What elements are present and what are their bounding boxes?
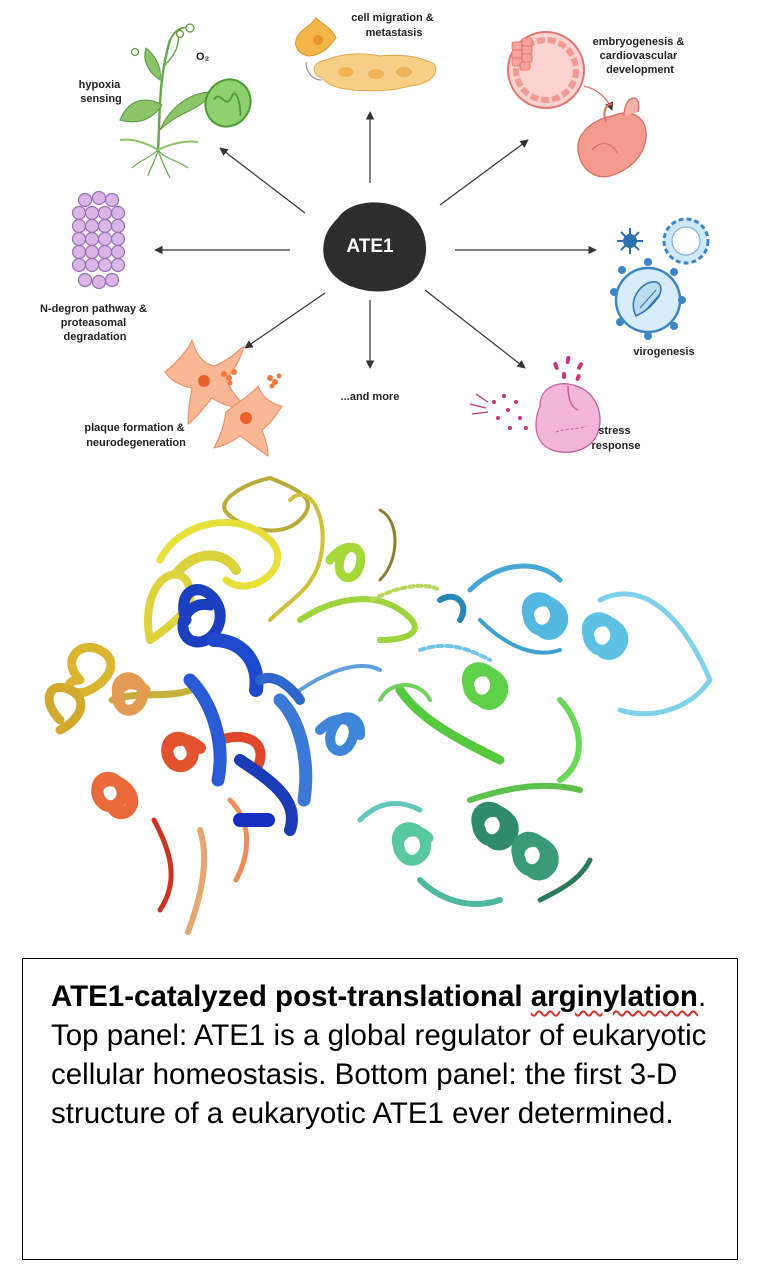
caption-body: . Top panel: ATE1 is a global regulator …: [51, 980, 707, 1130]
neuron-nucleus-icon: [198, 375, 210, 387]
structure-helix-teal: [357, 800, 593, 907]
figure-caption: ATE1-catalyzed post-translational arginy…: [22, 958, 738, 1260]
embryo-label: embryogenesis & cardiovascular developme…: [593, 36, 688, 76]
ate1-hub: ATE1: [323, 202, 427, 292]
ndegron-label: N-degron pathway & proteasomal degradati…: [40, 303, 150, 343]
migrating-cells-icon: [295, 17, 437, 92]
arrow-to-stress: [424, 289, 526, 369]
neuron-nucleus-icon-2: [240, 412, 252, 424]
viro-label: virogenesis: [633, 346, 694, 358]
ate1-3d-structure: [44, 476, 713, 935]
top-panel-diagram: ATE1 O₂ hypoxia sensing: [40, 12, 710, 457]
stressed-cell-icon: [469, 356, 601, 453]
hub-arrows: [154, 111, 597, 369]
hypoxia-label: hypoxia sensing: [79, 79, 124, 105]
structure-helix-lime: [297, 542, 442, 643]
plaque-aggregate-icon: [221, 369, 282, 389]
virus-icon: [610, 217, 710, 340]
structure-helix-orange: [91, 672, 266, 935]
oxygen-label: O₂: [196, 51, 210, 63]
more-label: ...and more: [341, 391, 400, 403]
plaque-label: plaque formation & neurodegeneration: [84, 422, 187, 449]
arrow-to-plaque: [244, 292, 326, 349]
structure-sheet-blue: [177, 584, 382, 836]
plant-icon: [119, 23, 213, 179]
arrow-to-embryo: [439, 139, 529, 206]
proteasome-icon: [71, 190, 126, 290]
stress-label: stress response: [592, 425, 641, 452]
ate1-hub-shape: [323, 202, 427, 292]
embryo-heart-icon: [507, 31, 647, 178]
migration-label: cell migration & metastasis: [351, 12, 437, 39]
arrow-to-hypoxia: [219, 147, 306, 214]
structure-helix-green: [378, 662, 583, 803]
mitochondrion-icon: [204, 78, 252, 128]
structure-helix-cyan: [418, 563, 713, 717]
ate1-hub-label: ATE1: [346, 236, 394, 257]
caption-title: ATE1-catalyzed post-translational arginy…: [51, 980, 698, 1013]
caption-title-misspelled-word: arginylation: [530, 980, 698, 1013]
structure-loops-yellow: [44, 476, 397, 735]
